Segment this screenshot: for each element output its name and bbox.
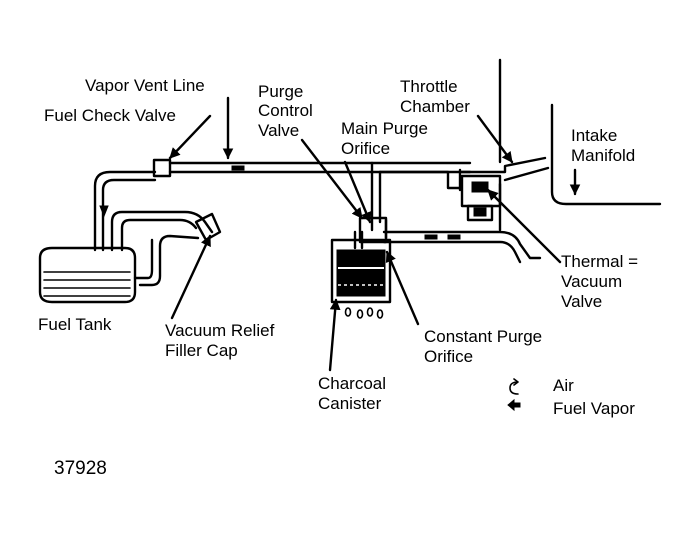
- label-main-purge-orifice-1: Main Purge: [341, 119, 428, 138]
- flow-markers: [99, 165, 461, 240]
- label-fuel-check-valve: Fuel Check Valve: [44, 106, 176, 125]
- label-purge-control-valve-2: Control: [258, 101, 313, 120]
- label-thermal-vacuum-valve-1: Thermal =: [561, 252, 638, 271]
- label-thermal-vacuum-valve-2: Vacuum: [561, 272, 622, 291]
- label-charcoal-canister-2: Canister: [318, 394, 382, 413]
- fuel-check-valve: [152, 158, 172, 178]
- legend: Air Fuel Vapor: [507, 376, 635, 418]
- purge-control-valve: [358, 216, 388, 244]
- intake-manifold: [550, 103, 662, 206]
- lower-purge-line: [382, 218, 542, 264]
- vent-line: [93, 161, 472, 252]
- purge-line-to-engine: [370, 58, 550, 232]
- label-intake-manifold-1: Intake: [571, 126, 617, 145]
- label-vacuum-relief-filler-cap-1: Vacuum Relief: [165, 321, 275, 340]
- label-throttle-chamber-1: Throttle: [400, 77, 458, 96]
- leader-arrows: [168, 96, 581, 372]
- fuel-tank: [38, 246, 137, 304]
- label-intake-manifold-2: Manifold: [571, 146, 635, 165]
- label-main-purge-orifice-2: Orifice: [341, 139, 390, 158]
- label-vapor-vent-line: Vapor Vent Line: [85, 76, 205, 95]
- label-purge-control-valve-3: Valve: [258, 121, 299, 140]
- thermal-vacuum-valve: [460, 174, 502, 222]
- label-constant-purge-orifice-2: Orifice: [424, 347, 473, 366]
- label-vacuum-relief-filler-cap-2: Filler Cap: [165, 341, 238, 360]
- label-charcoal-canister-1: Charcoal: [318, 374, 386, 393]
- air-flow-icon: [509, 378, 519, 395]
- label-fuel-tank: Fuel Tank: [38, 315, 112, 334]
- label-constant-purge-orifice-1: Constant Purge: [424, 327, 542, 346]
- label-thermal-vacuum-valve-3: Valve: [561, 292, 602, 311]
- label-throttle-chamber-2: Chamber: [400, 97, 470, 116]
- legend-air: Air: [553, 376, 574, 395]
- label-purge-control-valve-1: Purge: [258, 82, 303, 101]
- fuel-vapor-icon: [507, 398, 521, 412]
- figure-number: 37928: [54, 458, 107, 479]
- filler-neck: [110, 210, 222, 287]
- legend-fuel-vapor: Fuel Vapor: [553, 399, 635, 418]
- charcoal-canister: [330, 230, 392, 319]
